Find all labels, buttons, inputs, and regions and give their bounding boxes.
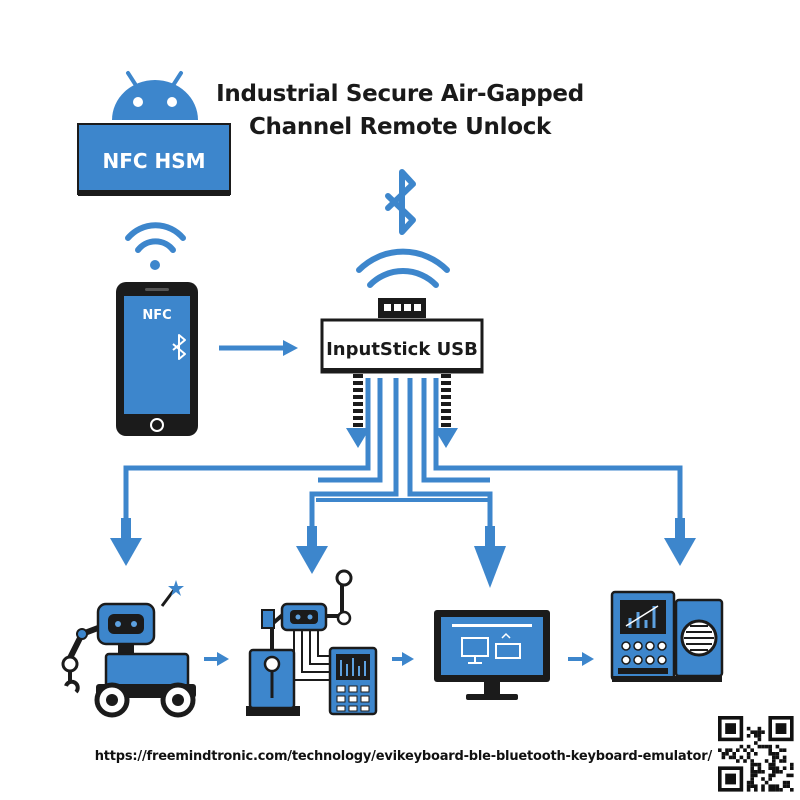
industrial-machine-icon (610, 590, 724, 682)
android-icon (112, 71, 198, 120)
bluetooth-icon (172, 334, 186, 360)
nfc-hsm-node: NFC HSM (77, 71, 231, 196)
nfc-hsm-label: NFC HSM (102, 149, 205, 173)
title-line-2: Channel Remote Unlock (248, 114, 552, 140)
flow-arrow (568, 652, 594, 666)
connector-lines (346, 374, 458, 448)
flow-arrow (392, 652, 414, 666)
robot-icon (61, 580, 196, 718)
qr-code-icon (718, 716, 794, 792)
title-line-1: Industrial Secure Air-Gapped (216, 81, 584, 107)
monitor-icon (434, 610, 550, 700)
distribution-lines (123, 378, 683, 528)
diagram-title: Industrial Secure Air-Gapped Channel Rem… (210, 78, 590, 144)
flow-arrow (204, 652, 229, 666)
arrowhead (283, 340, 298, 356)
nfc-wireless-icon (125, 222, 186, 270)
smartphone-icon: NFC (116, 282, 198, 436)
down-arrows (110, 518, 696, 588)
inputstick-node: InputStick USB (320, 298, 484, 374)
bluetooth-wireless-icon (356, 248, 450, 288)
robotic-arm-icon (246, 569, 353, 716)
footer-url[interactable]: https://freemindtronic.com/technology/ev… (94, 749, 712, 764)
inputstick-label: InputStick USB (326, 339, 478, 360)
bluetooth-icon (385, 169, 416, 235)
usb-dongle-icon (378, 298, 426, 318)
control-panel-icon (328, 646, 378, 716)
phone-nfc-label: NFC (142, 308, 171, 323)
